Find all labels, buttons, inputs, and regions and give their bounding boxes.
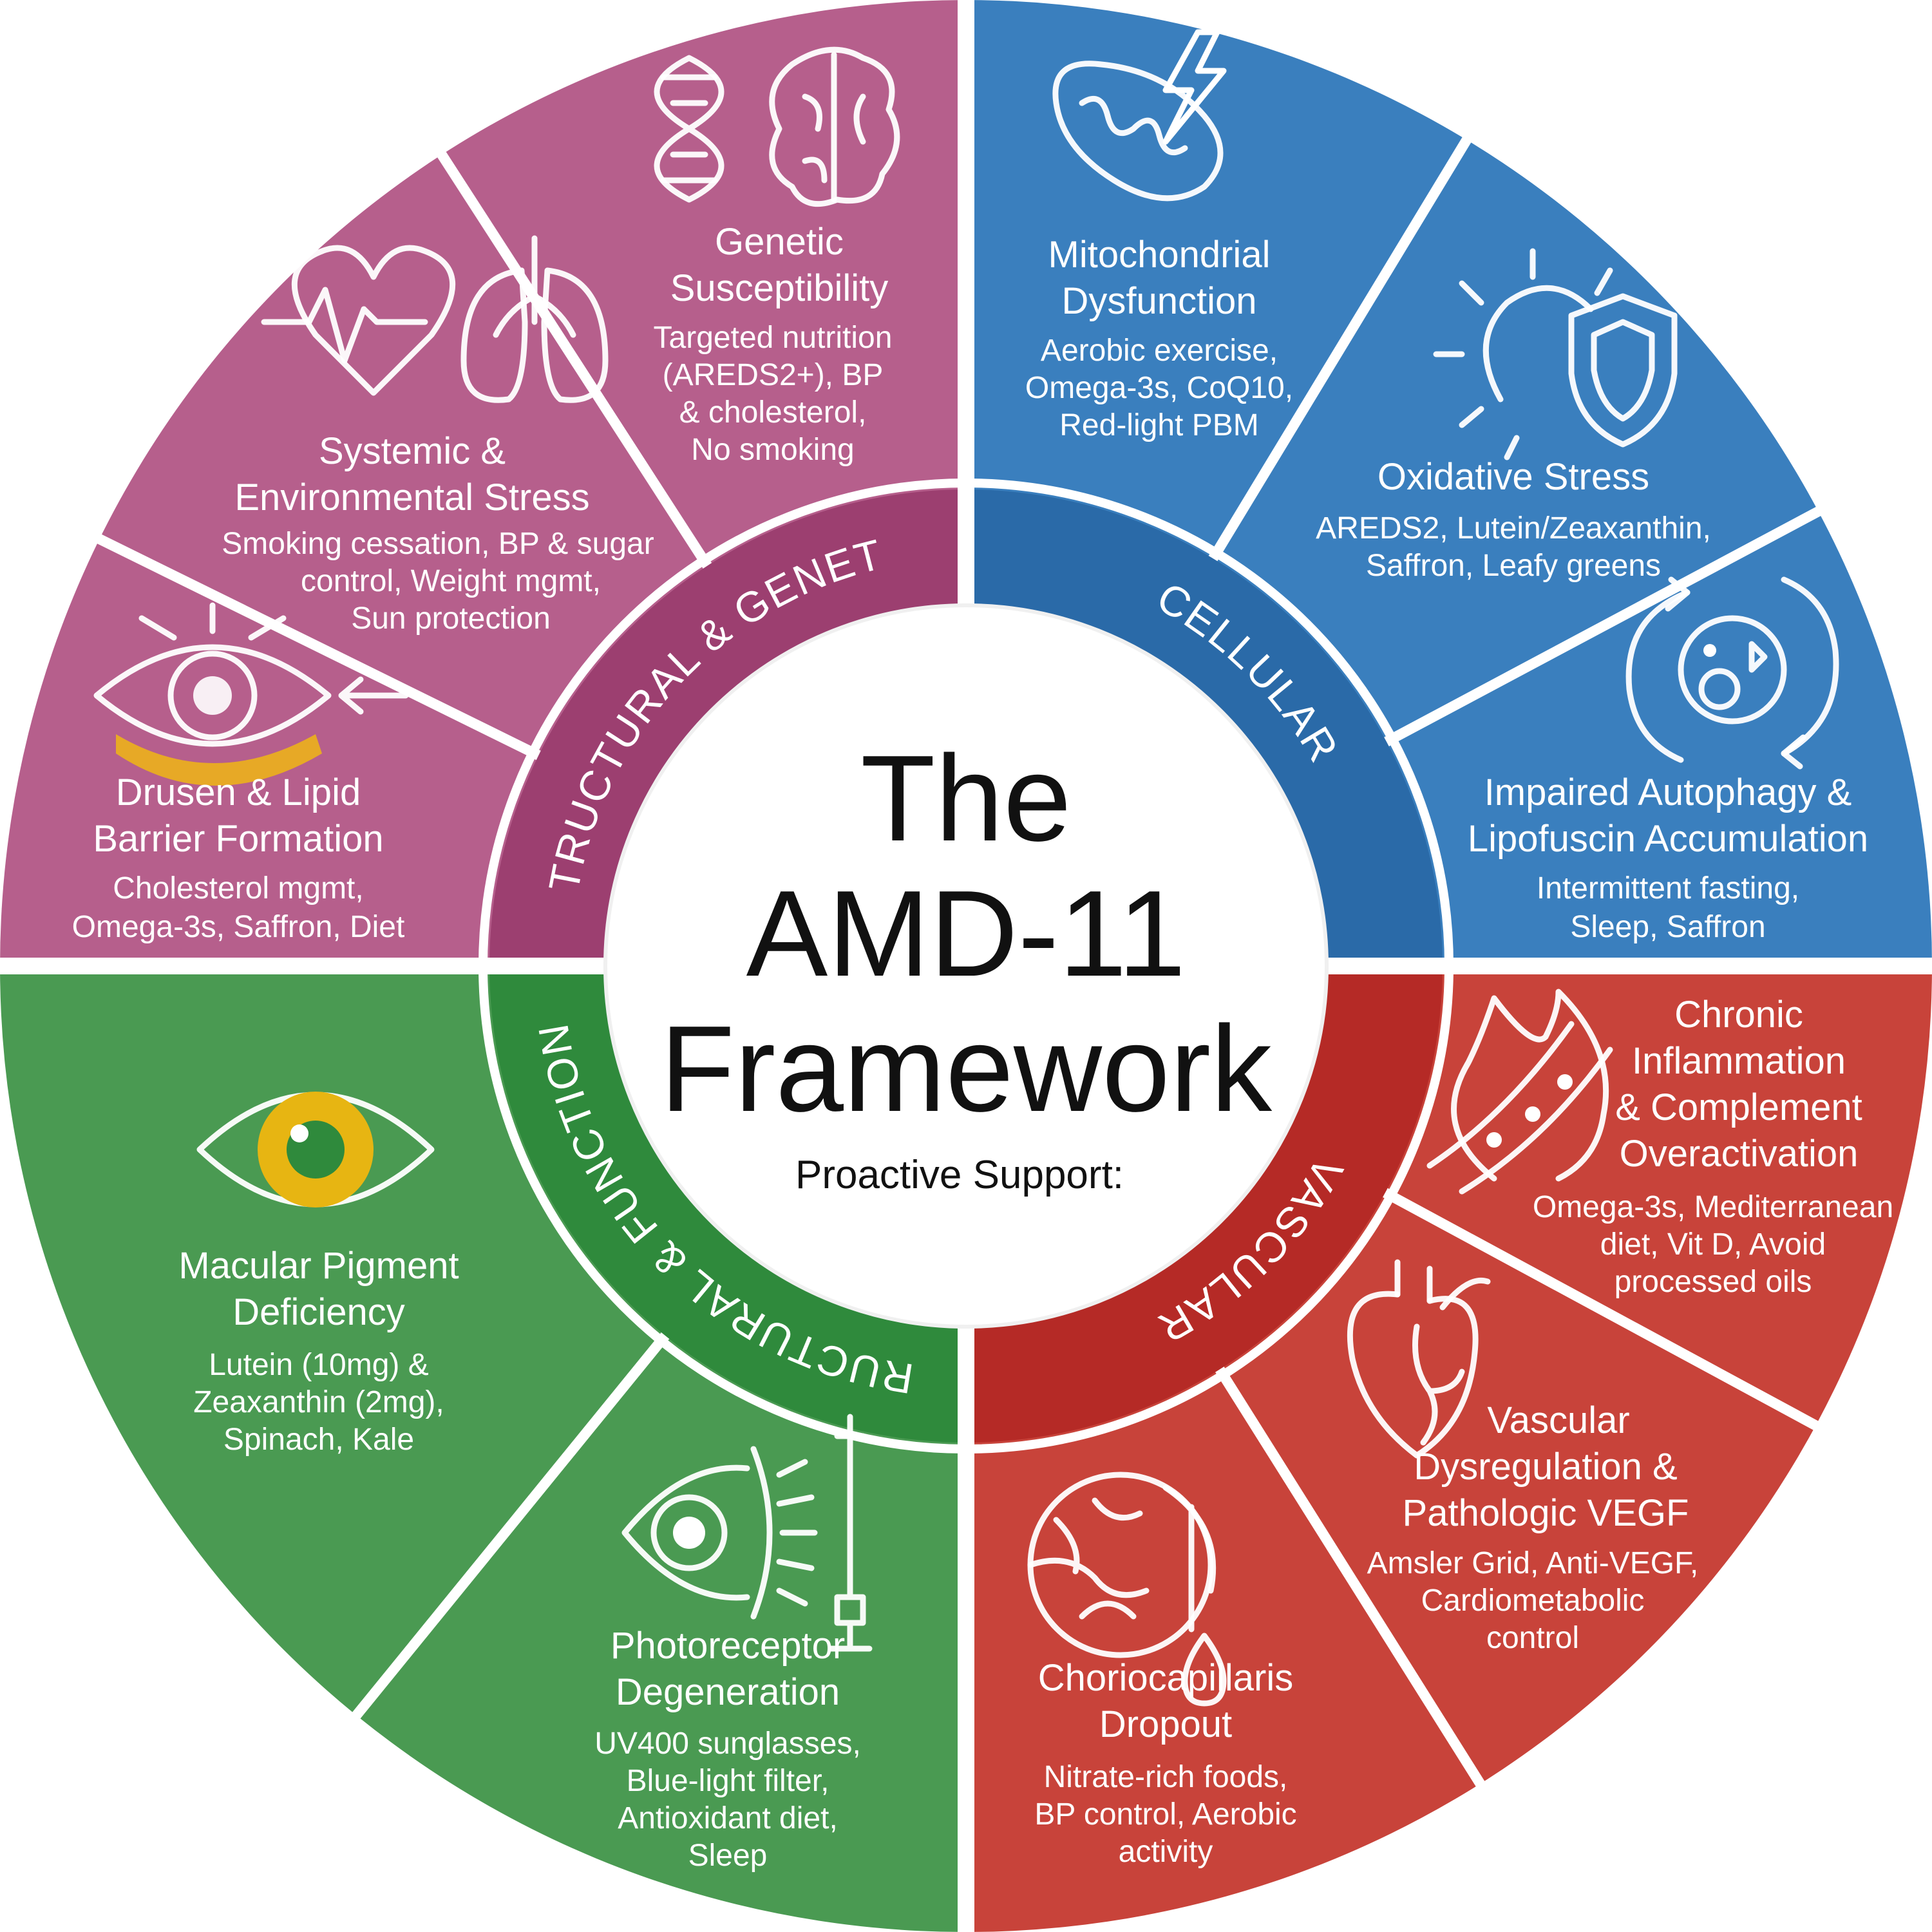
heart-vessels-icon <box>1347 1259 1491 1459</box>
eye-drusen-icon <box>93 602 409 786</box>
segment-title-line: Photoreceptor <box>611 1625 845 1667</box>
segment-desc-line: Spinach, Kale <box>223 1423 414 1457</box>
segment-title-line: Inflammation <box>1632 1040 1846 1082</box>
segment-title-line: Mitochondrial <box>1048 234 1271 276</box>
segment-photoreceptor-degeneration: Photoreceptor Degeneration UV400 sunglas… <box>594 1625 861 1873</box>
segment-desc-line: Zeaxanthin (2mg), <box>193 1385 444 1419</box>
segment-desc-line: No smoking <box>691 433 854 467</box>
segment-desc-line: UV400 sunglasses, <box>594 1727 861 1761</box>
eyeball-drop-icon <box>1027 1472 1227 1707</box>
segment-genetic-susceptibility: Genetic Susceptibility Targeted nutritio… <box>654 221 893 467</box>
heart-lungs-icon <box>261 235 609 403</box>
segment-chronic-inflammation: Chronic Inflammation & Complement Overac… <box>1533 994 1893 1299</box>
eye-light-icon <box>621 1414 873 1652</box>
segment-desc-line: Red-light PBM <box>1059 408 1258 442</box>
eye-pigment-icon <box>196 1092 435 1208</box>
segment-desc-line: Lutein (10mg) & <box>209 1348 429 1382</box>
segment-title-line: Barrier Formation <box>93 818 383 860</box>
segment-title-line: Chronic <box>1674 994 1803 1036</box>
segment-title-line: Oxidative Stress <box>1378 456 1649 498</box>
segment-desc-line: Nitrate-rich foods, <box>1044 1760 1288 1794</box>
segment-oxidative-stress: Oxidative Stress AREDS2, Lutein/Zeaxanth… <box>1316 456 1711 583</box>
segment-desc-line: Antioxidant diet, <box>618 1801 838 1835</box>
center-title-line-2: AMD-11 <box>746 866 1186 1002</box>
segment-title-line: Impaired Autophagy & <box>1484 772 1852 813</box>
segment-desc-line: Omega-3s, Mediterranean <box>1533 1190 1893 1224</box>
segment-desc-line: control, Weight mgmt, <box>301 564 601 598</box>
segment-desc-line: activity <box>1119 1835 1213 1869</box>
segment-desc-line: Saffron, Leafy greens <box>1366 549 1661 583</box>
segment-desc-line: Blue-light filter, <box>627 1764 829 1798</box>
segment-title-line: Drusen & Lipid <box>116 772 361 813</box>
segment-impaired-autophagy: Impaired Autophagy & Lipofuscin Accumula… <box>1468 772 1868 944</box>
segment-title-line: Macular Pigment <box>178 1245 459 1287</box>
center-disc <box>603 603 1329 1329</box>
segment-title-line: Dysregulation & <box>1414 1446 1677 1488</box>
dna-brain-icon <box>654 46 900 207</box>
segment-title-line: Genetic <box>715 221 844 263</box>
center-title-line-1: The <box>860 730 1071 867</box>
segment-desc-line: BP control, Aerobic <box>1034 1797 1296 1832</box>
segment-title-line: Deficiency <box>232 1291 405 1333</box>
segment-title-line: Environmental Stress <box>234 477 589 518</box>
segment-desc-line: Cardiometabolic <box>1421 1584 1645 1618</box>
segment-title-line: Dropout <box>1099 1703 1232 1745</box>
center-title-line-3: Framework <box>660 1001 1273 1137</box>
segment-title-line: Overactivation <box>1620 1133 1859 1175</box>
mitochondria-icon <box>1052 29 1227 202</box>
segment-desc-line: Omega-3s, CoQ10, <box>1025 371 1293 405</box>
segment-drusen-lipid: Drusen & Lipid Barrier Formation Cholest… <box>72 772 405 944</box>
segment-desc-line: Sleep, Saffron <box>1570 910 1765 944</box>
segment-desc-line: Sun protection <box>351 601 551 636</box>
segment-vascular-dysregulation: Vascular Dysregulation & Pathologic VEGF… <box>1367 1399 1699 1655</box>
segment-desc-line: control <box>1486 1621 1579 1655</box>
segment-choriocapillaris-dropout: Choriocapillaris Dropout Nitrate-rich fo… <box>1034 1657 1296 1869</box>
segment-desc-line: Sleep <box>688 1839 768 1873</box>
autophagy-cycle-icon <box>1625 576 1839 770</box>
segment-title-line: Degeneration <box>616 1671 840 1713</box>
segment-desc-line: diet, Vit D, Avoid <box>1600 1227 1826 1262</box>
segment-title-line: & Complement <box>1615 1086 1862 1128</box>
segment-title-line: Susceptibility <box>670 267 888 309</box>
segment-title-line: Vascular <box>1487 1399 1629 1441</box>
segment-macular-pigment: Macular Pigment Deficiency Lutein (10mg)… <box>178 1245 459 1457</box>
center-subtitle: Proactive Support: <box>795 1153 1124 1197</box>
segment-desc-line: Cholesterol mgmt, <box>113 871 363 905</box>
flame-vessel-icon <box>1426 989 1613 1195</box>
segment-title-line: Systemic & <box>319 430 506 472</box>
sun-shield-icon <box>1433 248 1678 460</box>
segment-title-line: Lipofuscin Accumulation <box>1468 818 1868 860</box>
segment-desc-line: Aerobic exercise, <box>1041 334 1278 368</box>
segment-desc-line: AREDS2, Lutein/Zeaxanthin, <box>1316 511 1711 545</box>
segment-systemic-stress: Systemic & Environmental Stress Smoking … <box>222 430 654 636</box>
segment-desc-line: processed oils <box>1615 1265 1812 1299</box>
segment-desc-line: Amsler Grid, Anti-VEGF, <box>1367 1546 1699 1580</box>
segment-desc-line: Intermittent fasting, <box>1537 871 1799 905</box>
segment-desc-line: & cholesterol, <box>679 395 867 430</box>
segment-title-line: Choriocapillaris <box>1038 1657 1293 1699</box>
segment-desc-line: Smoking cessation, BP & sugar <box>222 527 654 561</box>
segment-title-line: Dysfunction <box>1061 280 1256 322</box>
segment-desc-line: Targeted nutrition <box>654 321 893 355</box>
segment-desc-line: (AREDS2+), BP <box>663 358 884 392</box>
segment-mitochondrial-dysfunction: Mitochondrial Dysfunction Aerobic exerci… <box>1025 234 1293 442</box>
segment-desc-line: Omega-3s, Saffron, Diet <box>72 910 405 944</box>
segment-title-line: Pathologic VEGF <box>1403 1492 1689 1534</box>
